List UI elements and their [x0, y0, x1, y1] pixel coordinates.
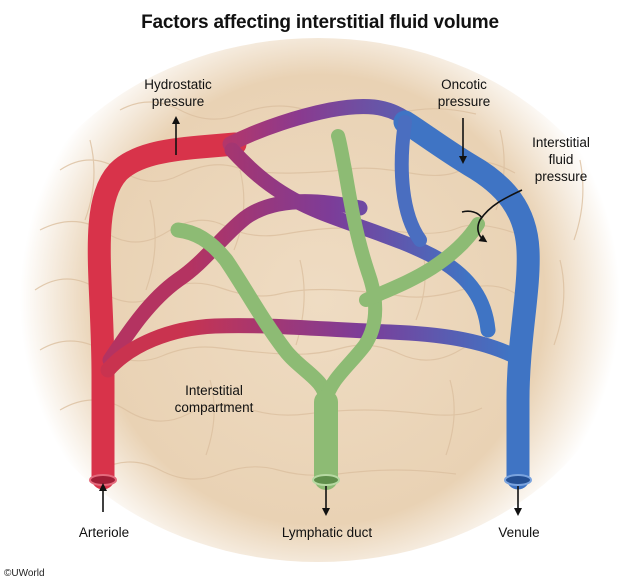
- interstitial-fluid-pressure-curve: [461, 210, 483, 219]
- arteriole-vessel: [87, 132, 247, 490]
- venule-label: Venule: [498, 525, 540, 540]
- diagram-title: Factors affecting interstitial fluid vol…: [141, 12, 499, 33]
- venous-tributary: [394, 115, 427, 247]
- lymphatic-branch-center: [319, 129, 383, 407]
- interstitial-fluid-pressure-label: Interstitial fluid pressure: [532, 135, 590, 184]
- interstitial-fluid-pressure-arrow: [477, 189, 523, 243]
- oncotic-pressure-label: Oncotic pressure: [437, 77, 491, 109]
- lymphatic-vessel: [170, 222, 334, 486]
- arteriole-label: Arteriole: [78, 525, 130, 540]
- vessel-openings: [89, 474, 532, 486]
- lymphatic-branch-right: [359, 217, 485, 307]
- hydrostatic-pressure-label: Hydrostatic pressure: [144, 77, 212, 109]
- lymphatic-duct-label: Lymphatic duct: [281, 525, 373, 540]
- venule-vessel: [393, 110, 540, 490]
- capillary-bottom: [100, 318, 520, 378]
- interstitial-compartment-label: Interstitial compartment: [174, 383, 254, 415]
- capillary-upper-cross: [224, 142, 496, 338]
- copyright-credit: ©UWorld: [4, 568, 45, 579]
